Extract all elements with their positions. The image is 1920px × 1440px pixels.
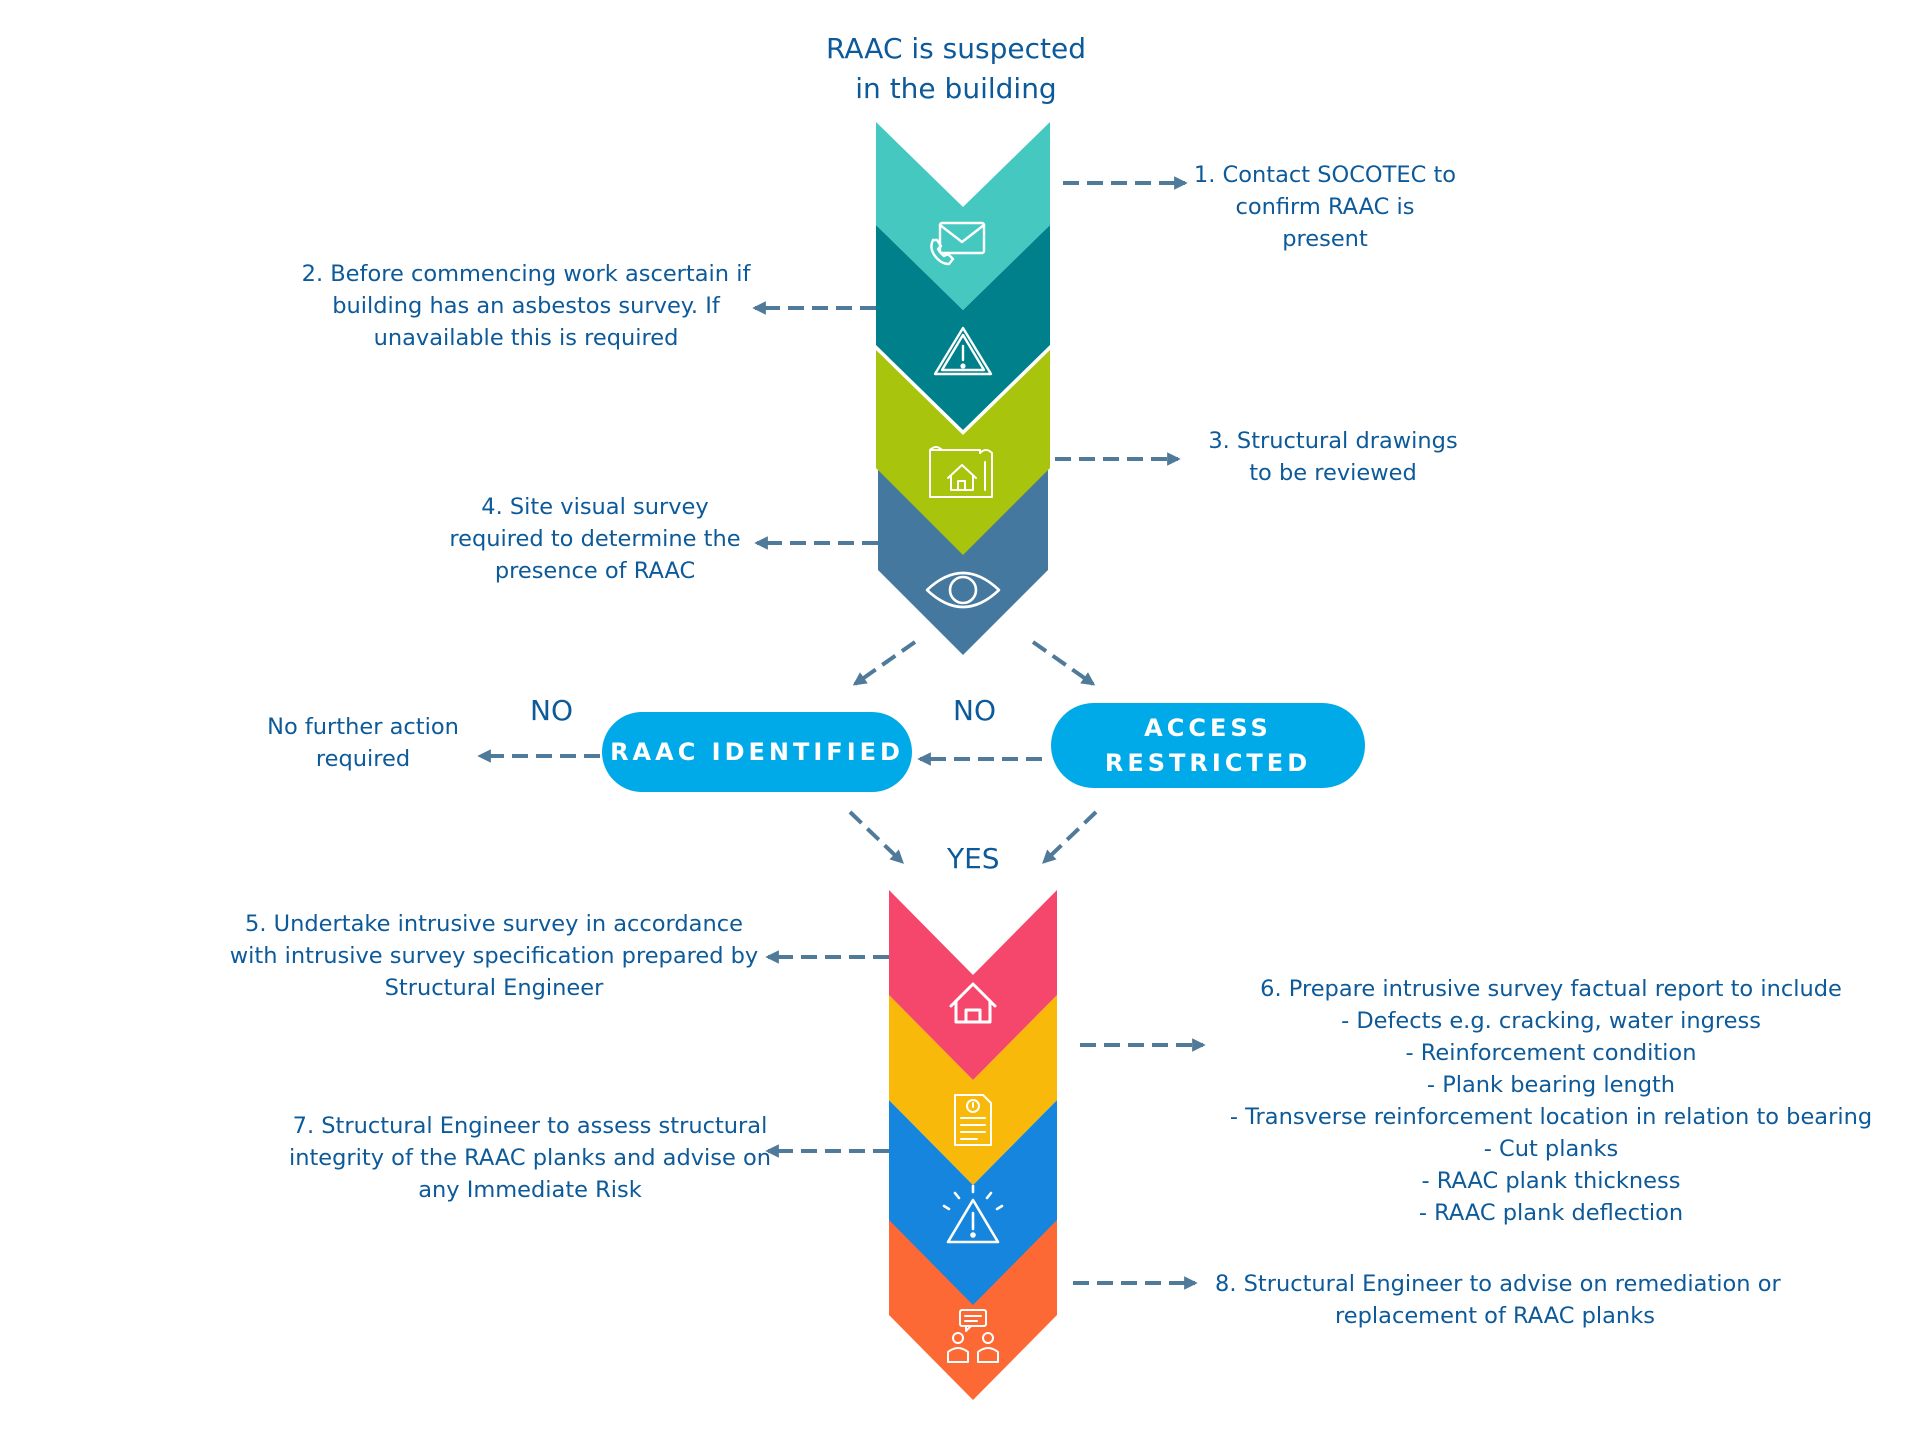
chevron-structural-drawings — [876, 350, 1050, 555]
arrow-to-raac-identified — [852, 640, 917, 686]
start-label: RAAC is suspected in the building — [791, 29, 1121, 109]
chevron-contact — [876, 122, 1050, 310]
report-document-icon — [954, 1094, 992, 1146]
text-line: any Immediate Risk — [418, 1177, 642, 1203]
chevron-factual-report — [889, 995, 1057, 1185]
text-line: - RAAC plank thickness — [1421, 1168, 1681, 1194]
text-line: 4. Site visual survey — [481, 494, 709, 520]
text-line: replacement of RAAC planks — [1335, 1303, 1655, 1329]
text-line: 8. Structural Engineer to advise on reme… — [1215, 1271, 1781, 1297]
text-line: unavailable this is required — [373, 325, 679, 351]
text-line: 2. Before commencing work ascertain if — [301, 261, 751, 287]
text-line: 3. Structural drawings — [1208, 428, 1458, 454]
text-line: 5. Undertake intrusive survey in accorda… — [245, 911, 743, 937]
house-icon — [949, 982, 997, 1024]
arrow-raac-to-yes — [848, 810, 904, 864]
text-line: - Transverse reinforcement location in r… — [1229, 1104, 1873, 1130]
text-line: confirm RAAC is — [1235, 194, 1415, 220]
step-1-label: 1. Contact SOCOTEC to confirm RAAC is pres… — [1185, 159, 1465, 255]
yes-label: YES — [947, 842, 1000, 875]
consultation-people-icon — [947, 1309, 999, 1363]
step-6-label: 6. Prepare intrusive survey factual repo… — [1218, 973, 1884, 1229]
text-line: - Cut planks — [1483, 1136, 1619, 1162]
connector-arrows — [477, 176, 1206, 1290]
arrow-access-to-yes — [1042, 810, 1098, 864]
text-line: RESTRICTED — [1104, 748, 1312, 777]
text-line: 7. Structural Engineer to assess structu… — [292, 1113, 768, 1139]
raac-identified-decision: RAAC IDENTIFIED — [602, 712, 912, 792]
text-line: RAAC IDENTIFIED — [610, 737, 904, 766]
text-line: - RAAC plank deflection — [1418, 1200, 1684, 1226]
no-action-label: No further action required — [253, 711, 473, 775]
eye-icon — [925, 571, 1001, 609]
step-3-label: 3. Structural drawings to be reviewed — [1198, 425, 1468, 489]
no-label-right: NO — [953, 694, 996, 727]
arrow-to-access-restricted — [1031, 640, 1096, 686]
text-line: - Defects e.g. cracking, water ingress — [1341, 1008, 1761, 1034]
text-line: integrity of the RAAC planks and advise … — [288, 1145, 772, 1171]
text-line: required — [315, 746, 411, 772]
step-5-label: 5. Undertake intrusive survey in accorda… — [229, 908, 759, 1004]
no-label-left: NO — [530, 694, 573, 727]
top-chevron-stack — [876, 122, 1050, 655]
house-blueprint-icon — [929, 446, 993, 498]
text-line: RAAC is suspected — [826, 32, 1086, 65]
text-line: 1. Contact SOCOTEC to — [1193, 162, 1457, 188]
text-line: presence of RAAC — [494, 558, 696, 584]
text-line: ACCESS — [1144, 713, 1272, 742]
text-line: present — [1282, 226, 1368, 252]
step-2-label: 2. Before commencing work ascertain if bu… — [286, 258, 766, 354]
text-line: 6. Prepare intrusive survey factual repo… — [1260, 976, 1842, 1002]
step-4-label: 4. Site visual survey required to determi… — [443, 491, 747, 587]
envelope-phone-icon — [930, 221, 986, 266]
text-line: - Plank bearing length — [1426, 1072, 1676, 1098]
step-8-label: 8. Structural Engineer to advise on reme… — [1215, 1268, 1781, 1332]
text-line: - Reinforcement condition — [1405, 1040, 1697, 1066]
text-line: No further action — [267, 714, 459, 740]
text-line: building has an asbestos survey. If — [332, 293, 720, 319]
access-restricted-decision: ACCESS RESTRICTED — [1051, 703, 1365, 788]
text-line: required to determine the — [449, 526, 741, 552]
text-line: with intrusive survey specification prep… — [229, 943, 759, 969]
text-line: in the building — [855, 72, 1057, 105]
text-line: to be reviewed — [1249, 460, 1417, 486]
alert-triangle-icon — [942, 1184, 1004, 1244]
warning-triangle-icon — [933, 326, 993, 376]
text-line: Structural Engineer — [384, 975, 604, 1001]
step-7-label: 7. Structural Engineer to assess structu… — [278, 1110, 782, 1206]
